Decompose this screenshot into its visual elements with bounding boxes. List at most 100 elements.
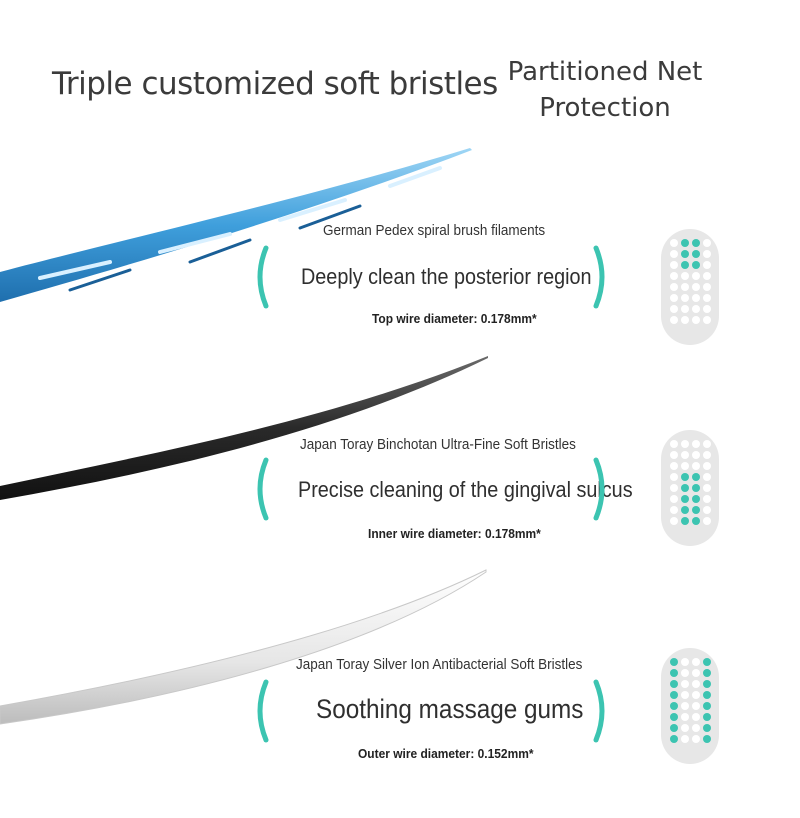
bristle-tuft-dot bbox=[691, 680, 700, 688]
bristle-tuft-dot bbox=[669, 702, 678, 710]
bristle-tuft-dot bbox=[691, 294, 700, 302]
bristle-tuft-dot bbox=[702, 294, 711, 302]
bristle-tuft-dot bbox=[669, 724, 678, 732]
bristle-tuft-dot bbox=[680, 451, 689, 459]
bristle-tuft-dot bbox=[702, 735, 711, 743]
bristle-tuft-dot bbox=[669, 272, 678, 280]
bristle-tuft-dot bbox=[702, 484, 711, 492]
bristle-tuft-dot bbox=[702, 713, 711, 721]
bristle-tuft-dot bbox=[680, 305, 689, 313]
bristle-row-outer: Japan Toray Silver Ion Antibacterial Sof… bbox=[0, 648, 800, 818]
binchotan-bristle-black bbox=[0, 356, 488, 500]
bristle-tuft-dot bbox=[691, 484, 700, 492]
bristle-tuft-dot bbox=[702, 724, 711, 732]
bristle-tuft-dot bbox=[691, 713, 700, 721]
bristle-tuft-dot bbox=[680, 239, 689, 247]
bristle-tuft-dot bbox=[691, 473, 700, 481]
bristle-tuft-dot bbox=[702, 250, 711, 258]
bristle-tuft-dot bbox=[680, 316, 689, 324]
bristle-tuft-dot bbox=[691, 691, 700, 699]
bristle-tuft-dot bbox=[669, 495, 678, 503]
left-bracket-icon bbox=[252, 678, 270, 744]
bristle-tuft-dot bbox=[691, 495, 700, 503]
bristle-tuft-dot bbox=[702, 495, 711, 503]
bristle-tuft-dot bbox=[680, 283, 689, 291]
bristle-tuft-dot bbox=[680, 506, 689, 514]
benefit-label: Soothing massage gums bbox=[316, 694, 584, 724]
bristle-tuft-dot bbox=[702, 283, 711, 291]
bristle-tuft-dot bbox=[669, 680, 678, 688]
bristle-tuft-dot bbox=[691, 506, 700, 514]
benefit-label: Deeply clean the posterior region bbox=[301, 264, 592, 289]
bristle-tuft-dot bbox=[680, 272, 689, 280]
bristle-tuft-dot bbox=[680, 495, 689, 503]
right-bracket-icon bbox=[592, 678, 610, 744]
material-label: Japan Toray Silver Ion Antibacterial Sof… bbox=[296, 656, 583, 673]
bristle-tuft-dot bbox=[702, 272, 711, 280]
bristle-tuft-dot bbox=[691, 735, 700, 743]
bristle-tuft-dot bbox=[691, 658, 700, 666]
bristle-tuft-dot bbox=[680, 517, 689, 525]
bristle-row-inner: Japan Toray Binchotan Ultra-Fine Soft Br… bbox=[0, 426, 800, 596]
bristle-tuft-dot bbox=[691, 724, 700, 732]
left-bracket-icon bbox=[252, 456, 270, 522]
bristle-tuft-dot bbox=[691, 462, 700, 470]
bristle-tuft-dot bbox=[669, 735, 678, 743]
bristle-tuft-dot bbox=[680, 691, 689, 699]
bristle-tuft-dot bbox=[680, 484, 689, 492]
bristle-tuft-dot bbox=[669, 239, 678, 247]
bristle-tuft-dot bbox=[680, 680, 689, 688]
brush-head-diagram-outer bbox=[661, 648, 719, 764]
bristle-tuft-dot bbox=[680, 261, 689, 269]
bristle-tuft-dot bbox=[669, 283, 678, 291]
bristle-tuft-dot bbox=[702, 658, 711, 666]
bristle-tuft-dot bbox=[691, 316, 700, 324]
bristle-tuft-dot bbox=[680, 658, 689, 666]
bristle-tuft-dot bbox=[691, 272, 700, 280]
bristle-tuft-dot bbox=[702, 473, 711, 481]
bristle-tuft-dot bbox=[669, 506, 678, 514]
bristle-tuft-dot bbox=[680, 473, 689, 481]
bristle-tuft-dot bbox=[702, 702, 711, 710]
bristle-tuft-dot bbox=[669, 316, 678, 324]
bristle-tuft-dot bbox=[669, 517, 678, 525]
bristle-tuft-dot bbox=[702, 680, 711, 688]
bristle-tuft-dot bbox=[669, 484, 678, 492]
bristle-tuft-dot bbox=[669, 294, 678, 302]
bristle-tuft-dot bbox=[691, 517, 700, 525]
bristle-tuft-dot bbox=[702, 316, 711, 324]
material-label: German Pedex spiral brush filaments bbox=[323, 222, 546, 239]
bristle-tuft-dot bbox=[702, 691, 711, 699]
bristle-tuft-dot bbox=[680, 735, 689, 743]
brush-head-diagram-top bbox=[661, 229, 719, 345]
wire-diameter-spec: Inner wire diameter: 0.178mm* bbox=[368, 526, 541, 541]
bristle-tuft-dot bbox=[680, 440, 689, 448]
silver-ion-bristle-white bbox=[0, 569, 487, 725]
bristle-tuft-dot bbox=[702, 517, 711, 525]
bristle-tuft-dot bbox=[680, 669, 689, 677]
bristle-tuft-dot bbox=[680, 713, 689, 721]
bristle-tuft-dot bbox=[669, 440, 678, 448]
material-label: Japan Toray Binchotan Ultra-Fine Soft Br… bbox=[300, 436, 576, 453]
bristle-tuft-dot bbox=[691, 451, 700, 459]
bristle-tuft-dot bbox=[702, 462, 711, 470]
bristle-tuft-dot bbox=[691, 440, 700, 448]
bristle-tuft-dot bbox=[669, 305, 678, 313]
partitioned-net-title: Partitioned Net Protection bbox=[507, 57, 703, 123]
bristle-tuft-dot bbox=[691, 669, 700, 677]
page-title: Triple customized soft bristles bbox=[52, 66, 498, 102]
bristle-tuft-dot bbox=[691, 283, 700, 291]
benefit-label: Precise cleaning of the gingival sulcus bbox=[298, 477, 633, 502]
bristle-tuft-dot bbox=[680, 294, 689, 302]
bristle-tuft-dot bbox=[669, 473, 678, 481]
wire-diameter-spec: Top wire diameter: 0.178mm* bbox=[372, 311, 537, 326]
brush-head-diagram-inner bbox=[661, 430, 719, 546]
bristle-tuft-dot bbox=[691, 261, 700, 269]
bristle-tuft-dot bbox=[702, 305, 711, 313]
bristle-tuft-dot bbox=[669, 462, 678, 470]
bristle-tuft-dot bbox=[702, 261, 711, 269]
spiral-bristle-blue bbox=[0, 148, 472, 302]
bristle-tuft-dot bbox=[702, 506, 711, 514]
bristle-illustrations bbox=[0, 148, 488, 725]
right-bracket-icon bbox=[592, 456, 610, 522]
